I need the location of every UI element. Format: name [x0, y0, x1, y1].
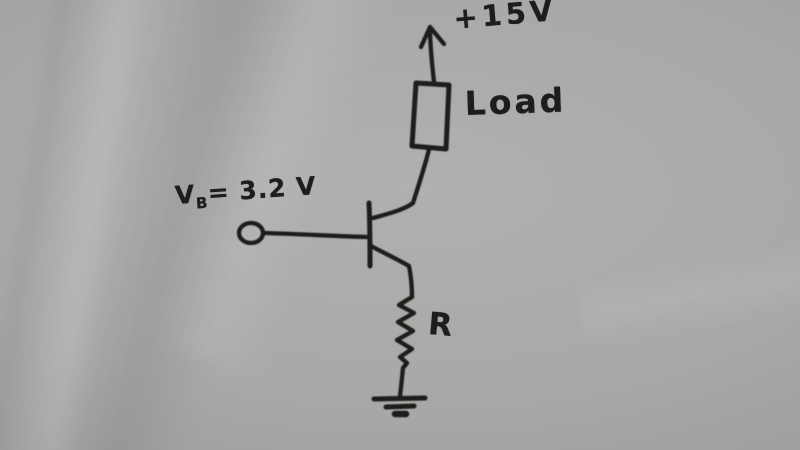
collector-wire — [370, 146, 432, 221]
npn-transistor-symbol — [366, 200, 415, 300]
supply-arrow-up-icon — [418, 24, 447, 85]
load-box-symbol — [409, 80, 452, 152]
vb-value-text: = 3.2 V — [206, 171, 318, 208]
resistor-label: R — [426, 306, 454, 344]
vb-symbol-text: V — [174, 179, 197, 210]
ground-icon — [371, 395, 428, 418]
resistor-zigzag-symbol — [394, 294, 417, 399]
circle-terminal-icon — [236, 220, 369, 246]
load-label: Load — [464, 80, 567, 123]
